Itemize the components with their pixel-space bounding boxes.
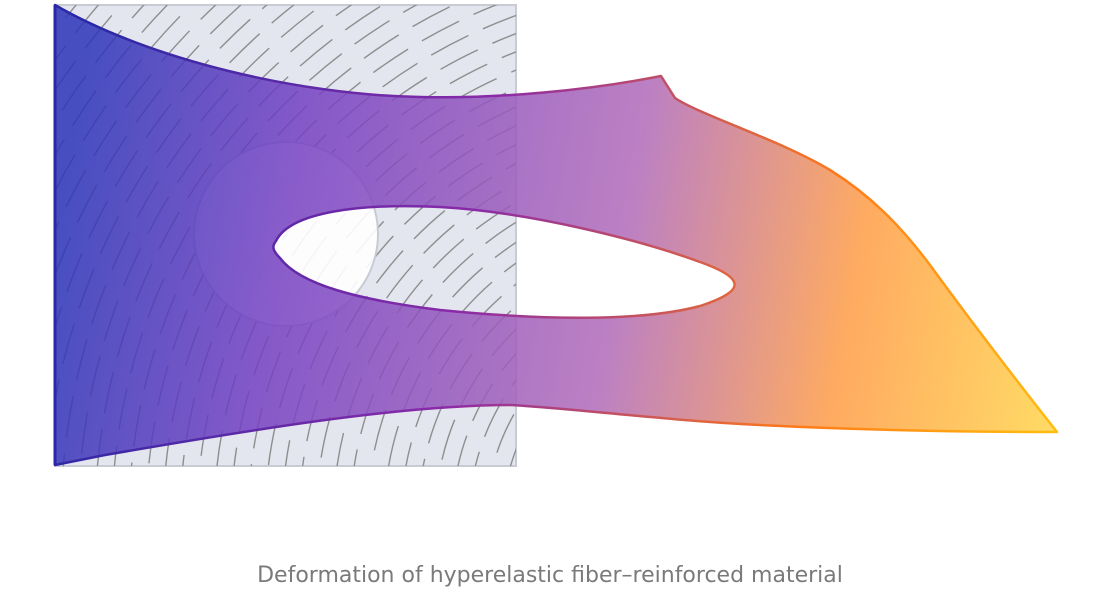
fiber-stroke xyxy=(405,442,412,466)
fiber-stroke xyxy=(473,5,498,16)
fiber-stroke xyxy=(182,454,185,466)
fiber-stroke xyxy=(280,10,315,38)
fiber-stroke xyxy=(354,20,390,45)
fiber-stroke xyxy=(486,468,492,510)
fiber-stroke xyxy=(501,51,516,59)
fiber-stroke xyxy=(130,462,133,466)
fiber-stroke xyxy=(336,432,345,466)
fiber-stroke xyxy=(233,447,238,466)
fiber-stroke xyxy=(413,210,446,240)
fiber-stroke xyxy=(372,48,409,74)
fiber-stroke xyxy=(423,224,455,254)
fiber-stroke xyxy=(200,5,217,20)
fiber-stroke xyxy=(290,24,324,53)
fiber-stroke xyxy=(353,449,358,466)
fiber-stroke xyxy=(261,5,268,10)
fiber-stroke xyxy=(55,30,57,33)
fiber-stroke xyxy=(386,264,414,299)
figure-caption: Deformation of hyperelastic fiber–reinfo… xyxy=(257,563,843,588)
fiber-stroke xyxy=(513,283,516,287)
deformed-body xyxy=(53,3,1059,467)
fiber-stroke xyxy=(271,5,295,24)
fiber-stroke xyxy=(421,20,460,42)
fiber-stroke xyxy=(344,5,381,31)
fiber-stroke xyxy=(432,238,465,269)
fiber-stroke xyxy=(327,0,362,2)
fiber-stroke xyxy=(209,5,242,35)
fiber-stroke xyxy=(511,69,516,73)
fiber-stroke xyxy=(474,451,480,466)
fiber-stroke xyxy=(299,38,333,67)
fiber-stroke xyxy=(440,49,479,70)
fiber-stroke xyxy=(492,32,516,44)
fiber-stroke xyxy=(375,250,404,284)
fiber-stroke xyxy=(387,425,399,466)
fiber-stroke xyxy=(494,241,516,259)
fiber-stroke xyxy=(219,18,251,49)
fiber-stroke xyxy=(308,53,343,81)
fiber-stroke xyxy=(335,5,353,17)
fiber-stroke xyxy=(141,5,169,34)
deformation-diagram xyxy=(33,0,1059,512)
fiber-stroke xyxy=(422,458,426,466)
fiber-stroke xyxy=(482,14,516,30)
fiber-stroke xyxy=(284,440,291,466)
fiber-stroke xyxy=(363,34,400,59)
fiber-stroke xyxy=(122,0,151,3)
fiber-stroke xyxy=(228,33,261,64)
fiber-stroke xyxy=(382,62,418,88)
fiber-stroke xyxy=(131,5,145,19)
fiber-stroke xyxy=(503,262,516,273)
fiber-stroke xyxy=(452,267,484,298)
fiber-stroke xyxy=(370,465,371,466)
fiber-stroke xyxy=(55,0,82,4)
fiber-stroke xyxy=(250,464,253,466)
fiber-stroke xyxy=(442,252,474,283)
fiber-stroke xyxy=(496,414,515,453)
fiber-stroke xyxy=(457,435,468,466)
fiber-stroke xyxy=(485,221,516,244)
fiber-stroke xyxy=(449,63,488,85)
fiber-stroke xyxy=(441,419,456,460)
fiber-stroke xyxy=(33,124,54,160)
fiber-stroke xyxy=(301,456,305,466)
fiber-stroke xyxy=(412,6,450,28)
fiber-stroke xyxy=(78,470,80,512)
fiber-stroke xyxy=(430,34,469,56)
fiber-stroke xyxy=(402,5,418,14)
